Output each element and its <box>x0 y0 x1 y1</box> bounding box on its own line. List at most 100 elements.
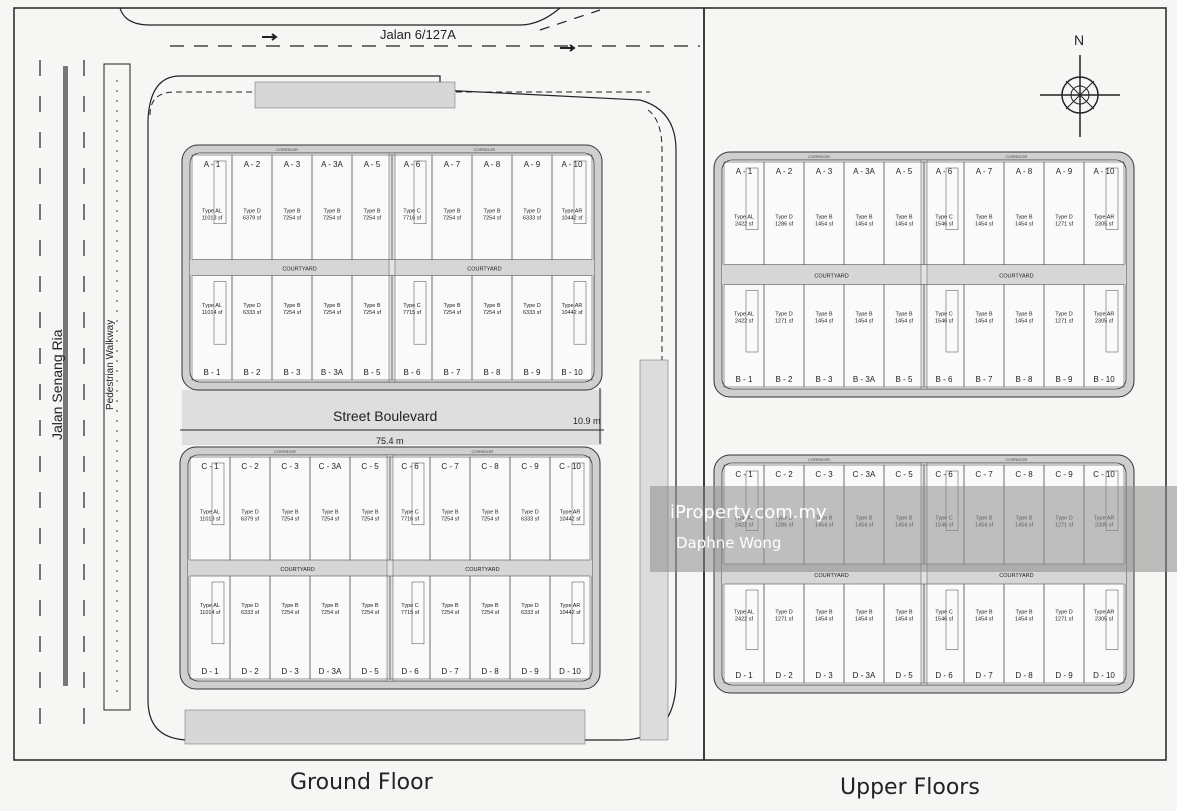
unit-area: 7254 sf <box>441 517 460 523</box>
unit-area: 6333 sf <box>521 610 540 616</box>
unit-code: C - 3 <box>281 462 299 471</box>
courtyard-label: COURTYARD <box>467 267 501 273</box>
unit-code: A - 8 <box>484 160 501 169</box>
unit-area: 7254 sf <box>321 610 340 616</box>
unit-code: D - 6 <box>935 671 953 680</box>
unit-type: Type C <box>403 303 420 309</box>
unit-area: 1454 sf <box>815 318 834 324</box>
corridor-label: CORRIDOR <box>276 147 298 152</box>
unit-type: Type AR <box>562 303 583 309</box>
unit-code: D - 3A <box>853 671 876 680</box>
unit-code: B - 5 <box>896 375 913 384</box>
unit-type: Type B <box>975 311 992 317</box>
unit-type: Type B <box>975 610 992 616</box>
unit-area: 1454 sf <box>855 221 874 227</box>
unit-type: Type AR <box>562 208 583 214</box>
upper-floors-caption: Upper Floors <box>840 775 980 800</box>
unit-code: A - 9 <box>524 160 541 169</box>
unit-area: 2422 sf <box>735 318 754 324</box>
unit-type: Type B <box>281 603 298 609</box>
unit-area: 7254 sf <box>281 517 300 523</box>
unit-area: 11014 sf <box>202 310 223 316</box>
unit-code: A - 5 <box>364 160 381 169</box>
unit-type: Type D <box>775 214 792 220</box>
unit-code: D - 10 <box>1093 671 1115 680</box>
unit-code: C - 8 <box>1015 470 1033 479</box>
unit-area: 7254 sf <box>361 517 380 523</box>
unit-type: Type D <box>521 603 538 609</box>
unit-code: D - 2 <box>775 671 793 680</box>
unit-type: Type C <box>401 510 418 516</box>
unit-type: Type D <box>775 610 792 616</box>
unit-area: 1546 sf <box>935 318 954 324</box>
unit-code: D - 7 <box>441 667 459 676</box>
unit-area: 7254 sf <box>363 310 382 316</box>
unit-type: Type B <box>323 303 340 309</box>
unit-area: 1271 sf <box>775 617 794 623</box>
compass-icon: N <box>1040 32 1120 137</box>
watermark-agent: Daphne Wong <box>676 534 782 552</box>
unit-code: A - 3A <box>321 160 343 169</box>
unit-area: 1454 sf <box>1015 617 1034 623</box>
unit-type: Type D <box>775 311 792 317</box>
unit-code: C - 6 <box>401 462 419 471</box>
unit-area: 1286 sf <box>775 221 794 227</box>
unit-code: A - 2 <box>244 160 261 169</box>
unit-code: B - 2 <box>776 375 793 384</box>
unit-code: A - 3 <box>284 160 301 169</box>
unit-code: C - 10 <box>1093 470 1115 479</box>
unit-area: 6333 sf <box>521 517 540 523</box>
unit-type: Type D <box>241 603 258 609</box>
unit-area: 2422 sf <box>735 221 754 227</box>
boulevard-label: Street Boulevard <box>333 408 437 424</box>
unit-type: Type C <box>401 603 418 609</box>
unit-type: Type B <box>481 603 498 609</box>
unit-code: A - 10 <box>1094 167 1115 176</box>
unit-code: D - 9 <box>1055 671 1073 680</box>
unit-area: 1454 sf <box>1015 318 1034 324</box>
unit-area: 7254 sf <box>483 310 502 316</box>
site-boundary <box>147 75 677 741</box>
unit-type: Type B <box>443 303 460 309</box>
unit-area: 10442 sf <box>559 517 581 523</box>
top-road: Jalan 6/127A <box>119 7 700 52</box>
unit-code: D - 3 <box>815 671 833 680</box>
unit-type: Type D <box>1055 214 1072 220</box>
pedestrian-walkway <box>103 63 131 711</box>
unit-type: Type B <box>481 510 498 516</box>
unit-area: 2305 sf <box>1095 221 1114 227</box>
unit-type: Type B <box>855 311 872 317</box>
unit-code: B - 7 <box>976 375 993 384</box>
unit-type: Type B <box>361 510 378 516</box>
unit-type: Type B <box>483 303 500 309</box>
courtyard-label: COURTYARD <box>280 567 314 573</box>
unit-area: 6379 sf <box>241 517 260 523</box>
unit-area: 10442 sf <box>561 310 583 316</box>
unit-type: Type B <box>895 214 912 220</box>
unit-type: Type D <box>243 208 260 214</box>
unit-area: 7254 sf <box>481 610 500 616</box>
unit-code: B - 3 <box>816 375 833 384</box>
unit-type: Type B <box>895 311 912 317</box>
courtyard-label: COURTYARD <box>999 274 1033 280</box>
unit-code: C - 2 <box>775 470 793 479</box>
unit-code: B - 9 <box>1056 375 1073 384</box>
boulevard-width: 10.9 m <box>573 416 601 426</box>
unit-area: 1454 sf <box>895 221 914 227</box>
unit-code: C - 3A <box>853 470 876 479</box>
unit-code: C - 1 <box>201 462 219 471</box>
unit-type: Type B <box>855 214 872 220</box>
unit-area: 1454 sf <box>815 617 834 623</box>
unit-type: Type B <box>321 510 338 516</box>
unit-area: 7254 sf <box>323 215 342 221</box>
unit-code: B - 2 <box>244 368 261 377</box>
unit-type: Type AL <box>734 214 754 220</box>
unit-code: D - 1 <box>201 667 219 676</box>
unit-code: D - 5 <box>361 667 379 676</box>
unit-code: C - 10 <box>559 462 581 471</box>
unit-type: Type B <box>363 303 380 309</box>
unit-type: Type C <box>935 311 952 317</box>
upper-frame <box>703 7 1167 761</box>
